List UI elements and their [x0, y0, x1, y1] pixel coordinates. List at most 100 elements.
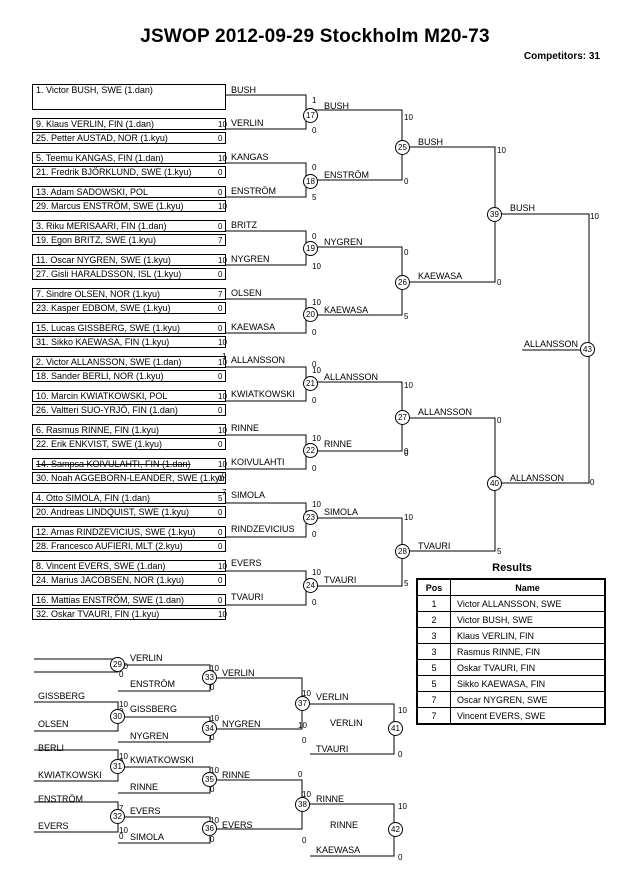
competitor-label: KWIATKOWSKI — [130, 755, 194, 765]
score: 7 — [119, 804, 124, 813]
score: 5 — [312, 193, 317, 202]
results-header-pos: Pos — [416, 578, 451, 596]
score: 0 — [218, 134, 223, 143]
score: 0 — [497, 416, 502, 425]
score: 7 — [218, 290, 223, 299]
competitor-label: NYGREN — [231, 254, 270, 264]
score: 0 — [404, 248, 409, 257]
score: 10 — [497, 146, 506, 155]
match-number: 42 — [388, 822, 403, 837]
score: 10 — [590, 212, 599, 221]
score: 10 — [404, 381, 413, 390]
score: 0 — [218, 406, 223, 415]
player-box: 3. Riku MERISAARI, FIN (1.dan) — [32, 220, 226, 232]
match-number: 23 — [303, 510, 318, 525]
player-box: 16. Mattias ENSTRÖM, SWE (1.dan) — [32, 594, 226, 606]
score: 10 — [210, 766, 219, 775]
score: 10 — [398, 802, 407, 811]
competitor-label: KAEWASA — [316, 845, 361, 855]
score: 0 — [312, 360, 317, 369]
competitor-label: BUSH — [510, 203, 536, 213]
score: 10 — [218, 120, 227, 129]
player-box: 7. Sindre OLSEN, NOR (1.kyu) — [32, 288, 226, 300]
competitor-label: ENSTRÖM — [324, 170, 369, 180]
score: 0 — [312, 126, 317, 135]
match-number: 28 — [395, 544, 410, 559]
player-box: 32. Oskar TVAURI, FIN (1.kyu) — [32, 608, 226, 620]
competitor-label: EVERS — [222, 820, 253, 830]
player-box: 6. Rasmus RINNE, FIN (1.kyu) — [32, 424, 226, 436]
match-number: 34 — [202, 721, 217, 736]
result-name: Oskar TVAURI, FIN — [450, 659, 606, 676]
competitor-label: BRITZ — [231, 220, 257, 230]
score: 10 — [210, 714, 219, 723]
score: 10 — [312, 500, 321, 509]
match-number: 29 — [110, 657, 125, 672]
competitor-label: ALLANSSON — [324, 372, 379, 382]
result-pos: 2 — [416, 611, 451, 628]
competitor-label: GISSBERG — [38, 691, 86, 701]
results-title: Results — [492, 562, 532, 574]
score: 0 — [218, 528, 223, 537]
player-box: 28. Francesco AUFIERI, MLT (2.kyu) — [32, 540, 226, 552]
score: 0 — [497, 278, 502, 287]
competitor-label: NYGREN — [324, 237, 363, 247]
competitor-label: OLSEN — [38, 719, 69, 729]
result-pos: 3 — [416, 627, 451, 644]
results-header-row: Pos Name — [416, 578, 606, 596]
score: 1 — [222, 352, 227, 361]
competitor-label: VERLIN — [330, 718, 363, 728]
results-header-name: Name — [450, 578, 606, 596]
result-pos: 3 — [416, 643, 451, 660]
match-number: 43 — [580, 342, 595, 357]
score: 10 — [404, 113, 413, 122]
competitor-label: TVAURI — [324, 575, 357, 585]
competitor-label: NYGREN — [222, 719, 261, 729]
score: 0 — [398, 853, 403, 862]
match-number: 21 — [303, 376, 318, 391]
score: 0 — [312, 530, 317, 539]
competitor-label: ALLANSSON — [510, 473, 565, 483]
competitor-label: EVERS — [231, 558, 262, 568]
score: 0 — [218, 576, 223, 585]
player-box: 1. Victor BUSH, SWE (1.dan) — [32, 84, 226, 110]
score: 10 — [119, 752, 128, 761]
competitor-label: RINNE — [330, 820, 359, 830]
score: 0 — [312, 598, 317, 607]
match-number: 32 — [110, 809, 125, 824]
competitor-label: EVERS — [38, 821, 69, 831]
match-number: 25 — [395, 140, 410, 155]
result-name: Klaus VERLIN, FIN — [450, 627, 606, 644]
competitor-label: KANGAS — [231, 152, 269, 162]
result-pos: 7 — [416, 707, 451, 725]
score: 0 — [404, 177, 409, 186]
score: 10 — [218, 202, 227, 211]
competitor-label: ALLANSSON — [418, 407, 473, 417]
competitor-label: TVAURI — [316, 744, 349, 754]
competitor-label: OLSEN — [231, 288, 262, 298]
score: 10 — [218, 256, 227, 265]
match-number: 19 — [303, 241, 318, 256]
match-number: 22 — [303, 443, 318, 458]
competitor-label: VERLIN — [222, 668, 255, 678]
competitor-label: TVAURI — [231, 592, 264, 602]
competitor-label: SIMOLA — [231, 490, 266, 500]
result-name: Victor ALLANSSON, SWE — [450, 595, 606, 612]
competitor-label: KAEWASA — [418, 271, 463, 281]
competitor-label: RINNE — [231, 423, 260, 433]
match-number: 36 — [202, 821, 217, 836]
player-box: 9. Klaus VERLIN, FIN (1.dan) — [32, 118, 226, 130]
score: 0 — [218, 474, 223, 483]
player-box: 19. Egon BRITZ, SWE (1.kyu) — [32, 234, 226, 246]
score: 10 — [210, 664, 219, 673]
result-name: Sikko KAEWASA, FIN — [450, 675, 606, 692]
score: 0 — [218, 304, 223, 313]
match-number: 24 — [303, 578, 318, 593]
player-box: 23. Kasper EDBOM, SWE (1.kyu) — [32, 302, 226, 314]
